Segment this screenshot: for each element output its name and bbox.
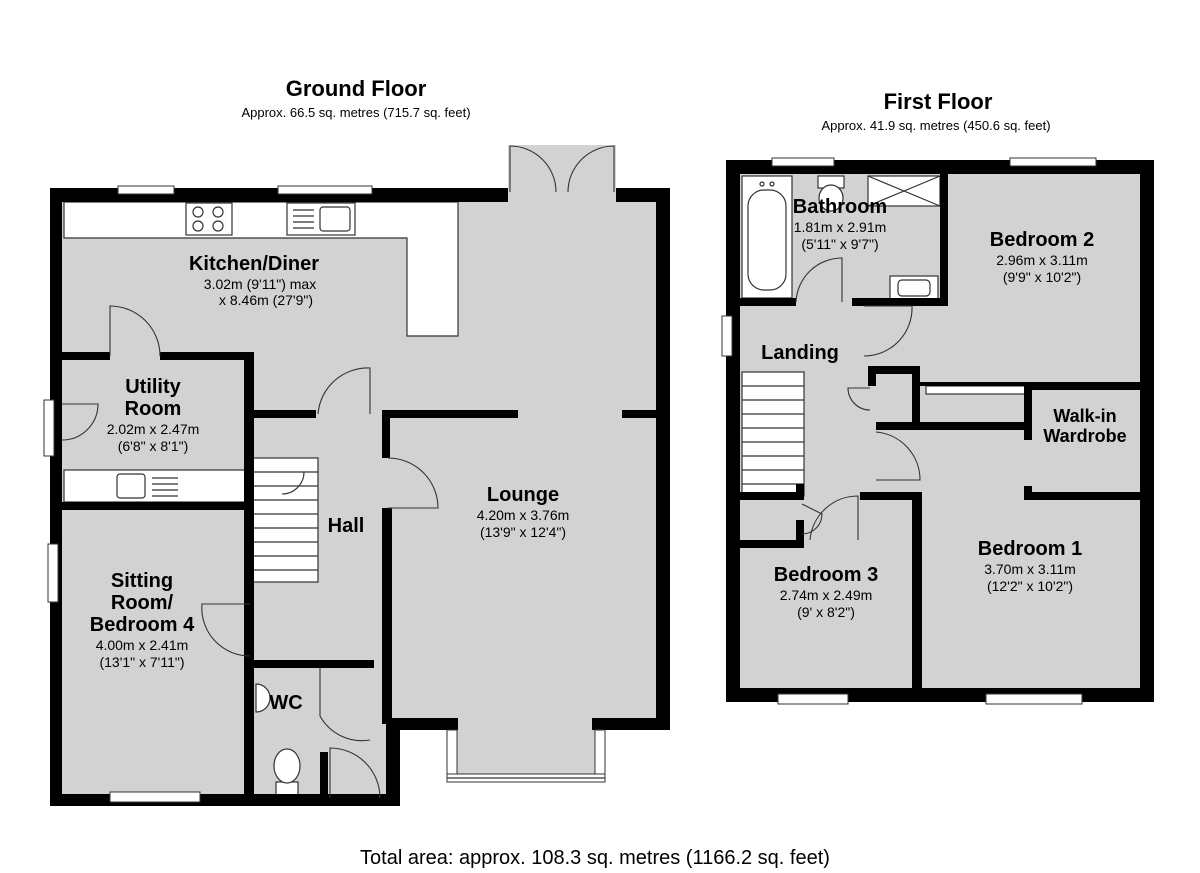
wc-door [319, 668, 371, 742]
bathroom-dim-1: 1.81m x 2.91m [794, 219, 887, 235]
bedroom3-window [777, 693, 849, 705]
utility-window [43, 399, 55, 457]
bathroom-toilet-icon [817, 175, 845, 212]
utility-dim-2: (6'8" x 8'1") [118, 438, 189, 454]
walkin-name-1: Walk-in [1053, 406, 1116, 426]
utility-name-1: Utility [125, 376, 181, 398]
hob-icon [185, 202, 233, 236]
bathroom-door [795, 257, 843, 303]
bedroom2-window [1009, 157, 1097, 167]
bathroom-basin-icon [889, 275, 939, 301]
kitchen-name: Kitchen/Diner [189, 253, 319, 275]
bathroom-name: Bathroom [793, 196, 887, 218]
shower-icon [867, 175, 941, 207]
first-floor-plan [721, 157, 1154, 705]
bedroom1-window [985, 693, 1083, 705]
cupboard-door [847, 387, 871, 411]
patio-door-area [508, 145, 616, 193]
hall-name: Hall [328, 515, 365, 537]
toilet-icon [273, 748, 301, 797]
kitchen-hall-door [317, 367, 371, 415]
bedroom2-dim-2: (9'9" x 10'2") [1003, 269, 1081, 285]
bedroom1-name: Bedroom 1 [978, 538, 1082, 560]
lounge-dim-2: (13'9" x 12'4") [480, 524, 566, 540]
first-stairs [741, 371, 805, 497]
under-stair-door [281, 471, 305, 495]
ground-stairs [251, 457, 319, 583]
utility-worktop [63, 469, 247, 503]
bedroom1-dim-1: 3.70m x 3.11m [984, 561, 1076, 577]
sitting-door [201, 603, 251, 657]
front-door [329, 747, 381, 799]
bathroom-window [771, 157, 835, 167]
kitchen-dim-2: x 8.46m (27'9") [219, 292, 313, 308]
ground-floor-plan [43, 145, 672, 810]
lounge-name: Lounge [487, 484, 559, 506]
bathroom-dim-2: (5'11" x 9'7") [801, 236, 878, 252]
total-area: Total area: approx. 108.3 sq. metres (11… [360, 847, 830, 869]
lounge-dim-1: 4.20m x 3.76m [477, 507, 570, 523]
kitchen-sink-icon [286, 202, 356, 236]
bedroom1-door [875, 431, 921, 481]
utility-name-2: Room [125, 398, 182, 420]
landing-window [721, 315, 733, 357]
patio-door-right [567, 145, 615, 193]
sitting-name-2: Room/ [111, 592, 174, 614]
walkin-name-2: Wardrobe [1043, 426, 1126, 446]
utility-door [109, 305, 161, 357]
first-floor-area-text: Approx. 41.9 sq. metres (450.6 sq. feet) [821, 118, 1050, 133]
kitchen-window-2 [277, 185, 373, 195]
sitting-name-3: Bedroom 4 [90, 614, 195, 636]
patio-door-left [509, 145, 557, 193]
utility-back-door [61, 403, 99, 441]
bedroom2-name: Bedroom 2 [990, 229, 1094, 251]
bedroom2-dim-1: 2.96m x 3.11m [996, 252, 1088, 268]
bedroom3-dim-1: 2.74m x 2.49m [780, 587, 873, 603]
bay-window-left [446, 729, 458, 781]
wardrobe-sliding-doors [925, 385, 1027, 395]
sitting-dim-1: 4.00m x 2.41m [96, 637, 189, 653]
sitting-window-side [47, 543, 59, 603]
sitting-window-bottom [109, 791, 201, 803]
sitting-dim-2: (13'1" x 7'11") [99, 654, 184, 670]
wc-name: WC [269, 692, 302, 714]
first-floor-title: First Floor [884, 89, 993, 114]
kitchen-window-1 [117, 185, 175, 195]
landing-name: Landing [761, 342, 839, 364]
sitting-name-1: Sitting [111, 570, 173, 592]
utility-sink-icon [116, 473, 178, 499]
bedroom3-cupboard-door [801, 503, 823, 535]
bedroom3-name: Bedroom 3 [774, 564, 878, 586]
bedroom2-door [863, 305, 913, 357]
ground-floor-area-text: Approx. 66.5 sq. metres (715.7 sq. feet) [241, 105, 470, 120]
bedroom1-dim-2: (12'2" x 10'2") [987, 578, 1073, 594]
utility-dim-1: 2.02m x 2.47m [107, 421, 200, 437]
bath-icon [741, 175, 793, 299]
bedroom3-dim-2: (9' x 8'2") [797, 604, 855, 620]
lounge-door [387, 457, 439, 509]
wc-basin-icon [255, 683, 271, 713]
ground-floor-title: Ground Floor [286, 76, 427, 101]
kitchen-dim-1: 3.02m (9'11") max [204, 276, 316, 292]
bay-window-right [594, 729, 606, 781]
